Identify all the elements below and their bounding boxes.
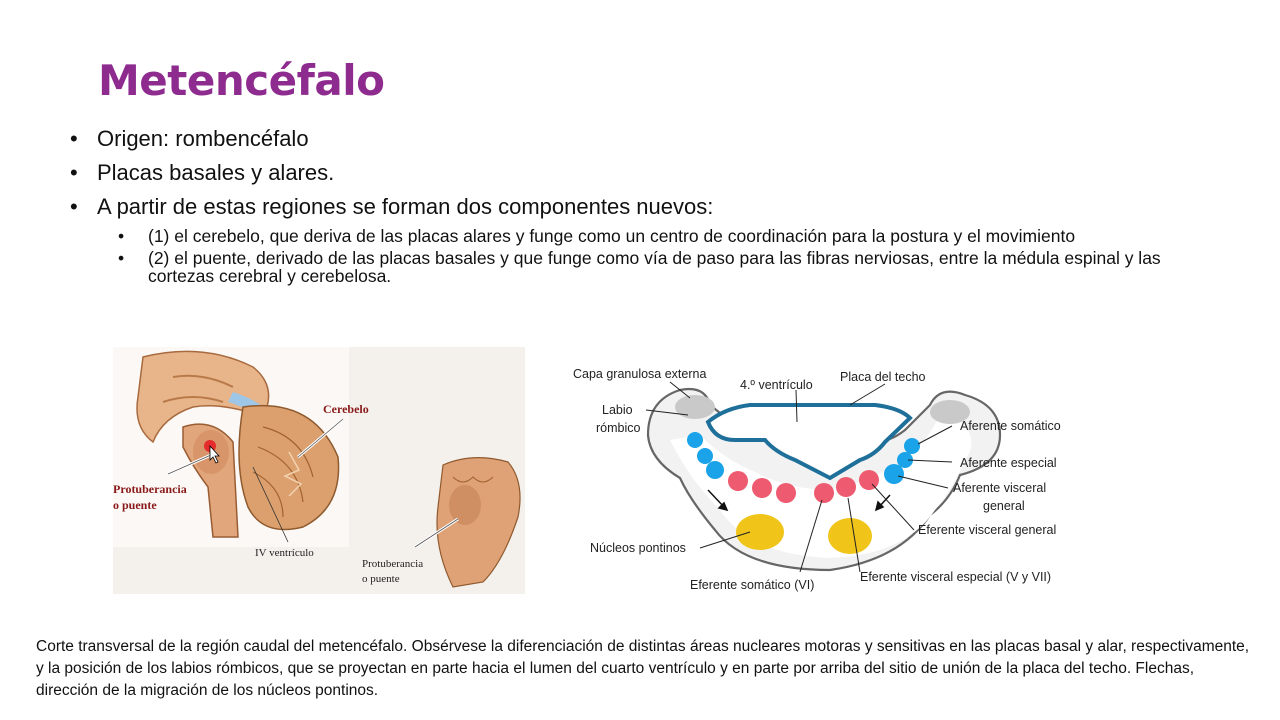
- label-aferente-especial: Aferente especial: [960, 456, 1057, 470]
- bullet-origin: Origen: rombencéfalo: [70, 125, 1200, 153]
- label-o-puente-2: o puente: [362, 573, 400, 585]
- label-placa-techo: Placa del techo: [840, 370, 926, 384]
- label-labio: Labio: [602, 403, 633, 417]
- figure-caption: Corte transversal de la región caudal de…: [36, 638, 1250, 699]
- label-o-puente: o puente: [113, 498, 157, 512]
- label-protuberancia: Protuberancia: [113, 482, 187, 496]
- bullet-components-text: A partir de estas regiones se forman dos…: [97, 194, 714, 219]
- slide-title: Metencéfalo: [98, 56, 385, 105]
- sub-bullet-cerebellum: (1) el cerebelo, que deriva de las placa…: [118, 227, 1200, 245]
- label-cerebelo: Cerebelo: [323, 402, 369, 416]
- label-aferente-visceral: Aferente visceral: [953, 481, 1046, 495]
- label-aferente-visceral-general: general: [983, 499, 1025, 513]
- bullet-list: Origen: rombencéfalo Placas basales y al…: [70, 125, 1200, 289]
- sub-bullet-pons: (2) el puente, derivado de las placas ba…: [118, 249, 1200, 285]
- metencephalon-cross-section: Capa granulosa externa 4.º ventrículo Pl…: [573, 367, 1061, 592]
- bullet-components: A partir de estas regiones se forman dos…: [70, 193, 1200, 221]
- label-iv-ventriculo: IV ventrículo: [255, 547, 314, 559]
- label-eferente-visceral-especial: Eferente visceral especial (V y VII): [860, 570, 1051, 584]
- fourth-ventricle-outline: [705, 403, 913, 481]
- label-aferente-somatico: Aferente somático: [960, 419, 1061, 433]
- label-rombico: rómbico: [596, 421, 641, 435]
- label-eferente-somatico: Eferente somático (VI): [690, 578, 814, 592]
- bullet-plates: Placas basales y alares.: [70, 159, 1200, 187]
- sub-bullet-list: (1) el cerebelo, que deriva de las placa…: [70, 227, 1200, 285]
- label-nucleos-pontinos: Núcleos pontinos: [590, 541, 686, 555]
- brain-sagittal-figure: Cerebelo Protuberancia o puente IV ventr…: [113, 347, 525, 594]
- label-cuarto-ventriculo: 4.º ventrículo: [740, 378, 813, 392]
- label-protuberancia-2: Protuberancia: [362, 558, 423, 570]
- label-eferente-visceral-general: Eferente visceral general: [918, 523, 1056, 537]
- label-capa-granulosa: Capa granulosa externa: [573, 367, 706, 381]
